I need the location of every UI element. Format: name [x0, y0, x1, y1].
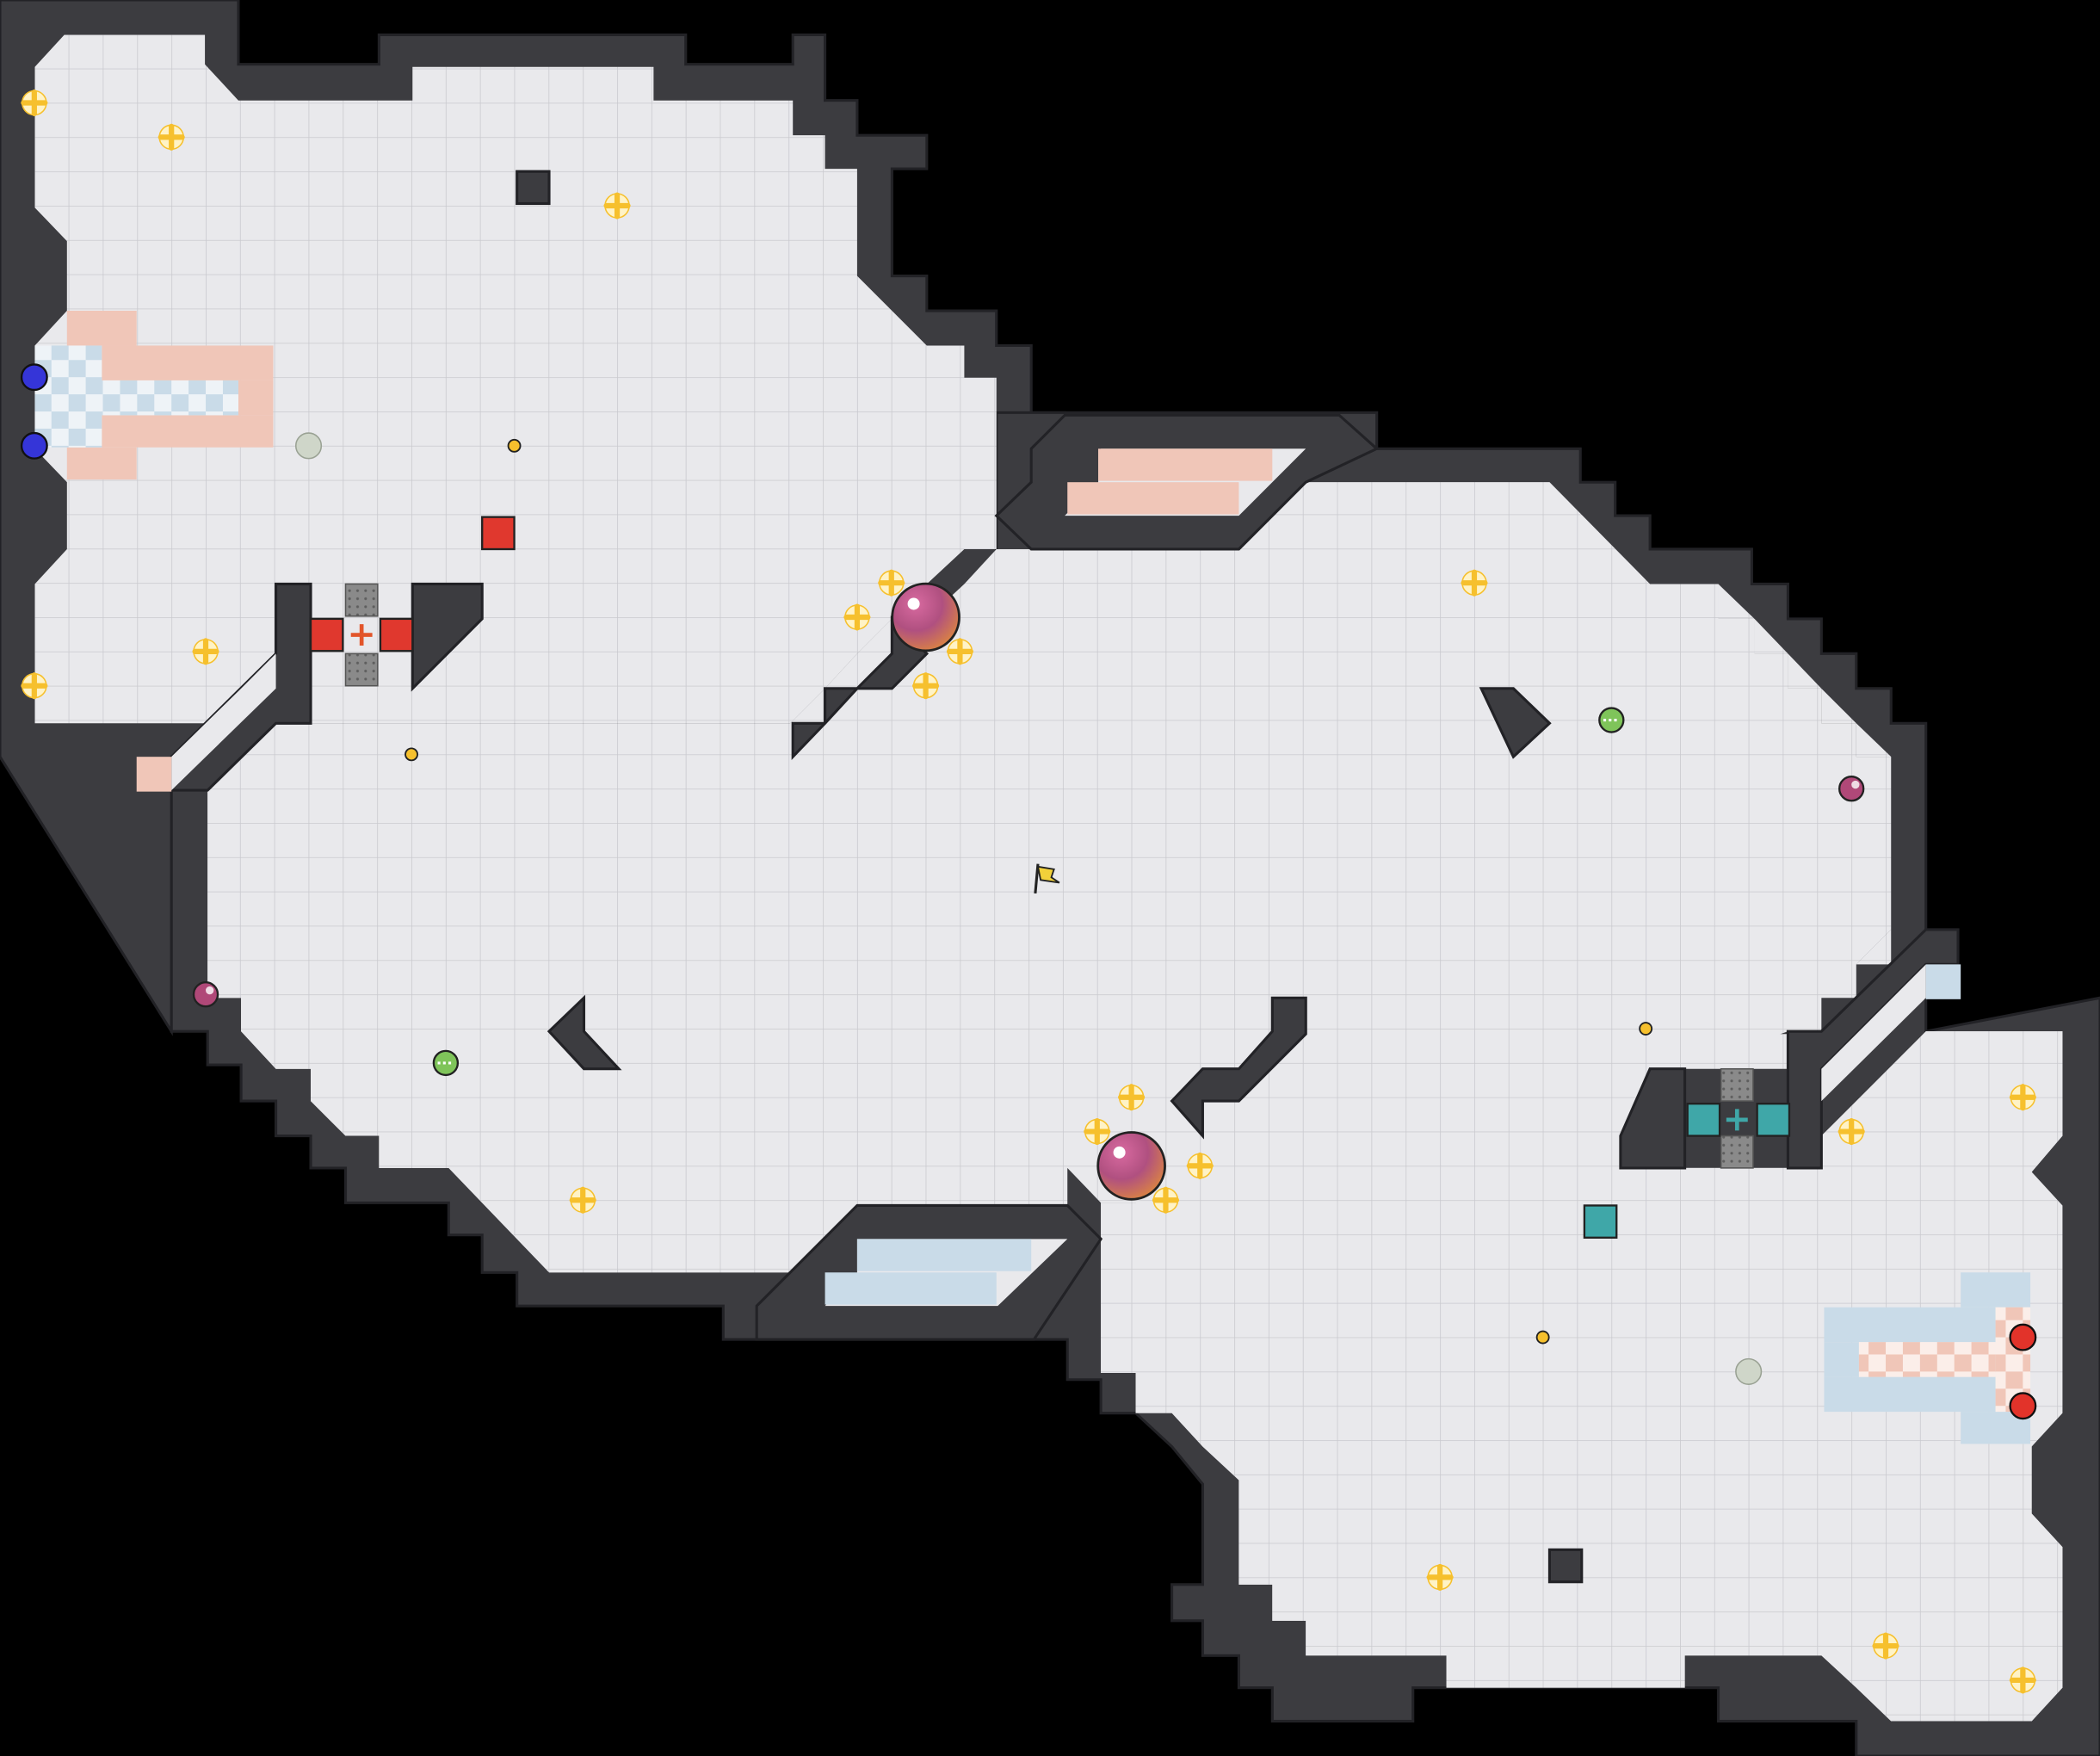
- point-dot: [405, 747, 418, 762]
- red-block: [379, 617, 414, 652]
- boost-icon: [1872, 1632, 1899, 1660]
- gate-switch-icon: [1726, 1109, 1748, 1131]
- teal-block: [1756, 1103, 1791, 1137]
- boost-icon: [1084, 1118, 1111, 1146]
- blue-endzone: [34, 311, 1273, 792]
- red-block: [481, 516, 516, 551]
- mine-icon: [432, 1049, 460, 1077]
- boost-icon: [2009, 1084, 2036, 1111]
- boost-icon: [1838, 1118, 1865, 1146]
- mine-icon: [1598, 707, 1625, 733]
- gate-group-teal: [1583, 1067, 1791, 1239]
- boost-icon: [912, 672, 940, 700]
- red-flag-stand: [2009, 1323, 2037, 1351]
- bomb-icon: [1096, 1131, 1166, 1201]
- point-dot: [1535, 1330, 1550, 1345]
- boost-icon: [192, 638, 219, 665]
- boost-icon: [878, 569, 905, 597]
- boost-icon: [1152, 1186, 1180, 1214]
- gate-tile: [344, 652, 379, 687]
- gate-group-red: [309, 516, 516, 687]
- red-flag-stand: [2009, 1392, 2037, 1420]
- boost-icon: [21, 89, 48, 117]
- gate-tile: [1720, 1067, 1754, 1102]
- boost-icon: [1461, 569, 1488, 597]
- blue-flag-stand: [20, 431, 48, 460]
- gate-tile: [1720, 1135, 1754, 1169]
- teal-block: [1583, 1204, 1618, 1239]
- red-endzone: [825, 964, 2031, 1444]
- boost-icon: [158, 123, 185, 151]
- bomb-icon: [891, 582, 960, 652]
- boost-icon: [1118, 1084, 1146, 1111]
- boost-icon: [21, 672, 48, 700]
- point-dot: [1639, 1022, 1653, 1036]
- point-dot: [507, 438, 522, 453]
- map-entities: [20, 89, 2037, 1694]
- powerup-icon: [1735, 1357, 1763, 1385]
- flag-icon: [1034, 863, 1060, 894]
- boost-icon: [2009, 1666, 2036, 1694]
- boost-icon: [946, 638, 973, 665]
- boost-icon: [569, 1186, 596, 1214]
- boost-icon: [1426, 1563, 1454, 1591]
- boost-icon: [843, 603, 871, 631]
- blue-flag-stand: [20, 363, 48, 392]
- boost-icon: [603, 192, 631, 220]
- portal-icon: [192, 981, 219, 1008]
- boost-icon: [1186, 1152, 1214, 1179]
- red-block: [309, 617, 344, 652]
- powerup-icon: [294, 432, 323, 460]
- gate-switch-icon: [350, 624, 373, 646]
- portal-icon: [1838, 776, 1865, 802]
- teal-block: [1686, 1103, 1721, 1137]
- gate-tile: [344, 583, 379, 617]
